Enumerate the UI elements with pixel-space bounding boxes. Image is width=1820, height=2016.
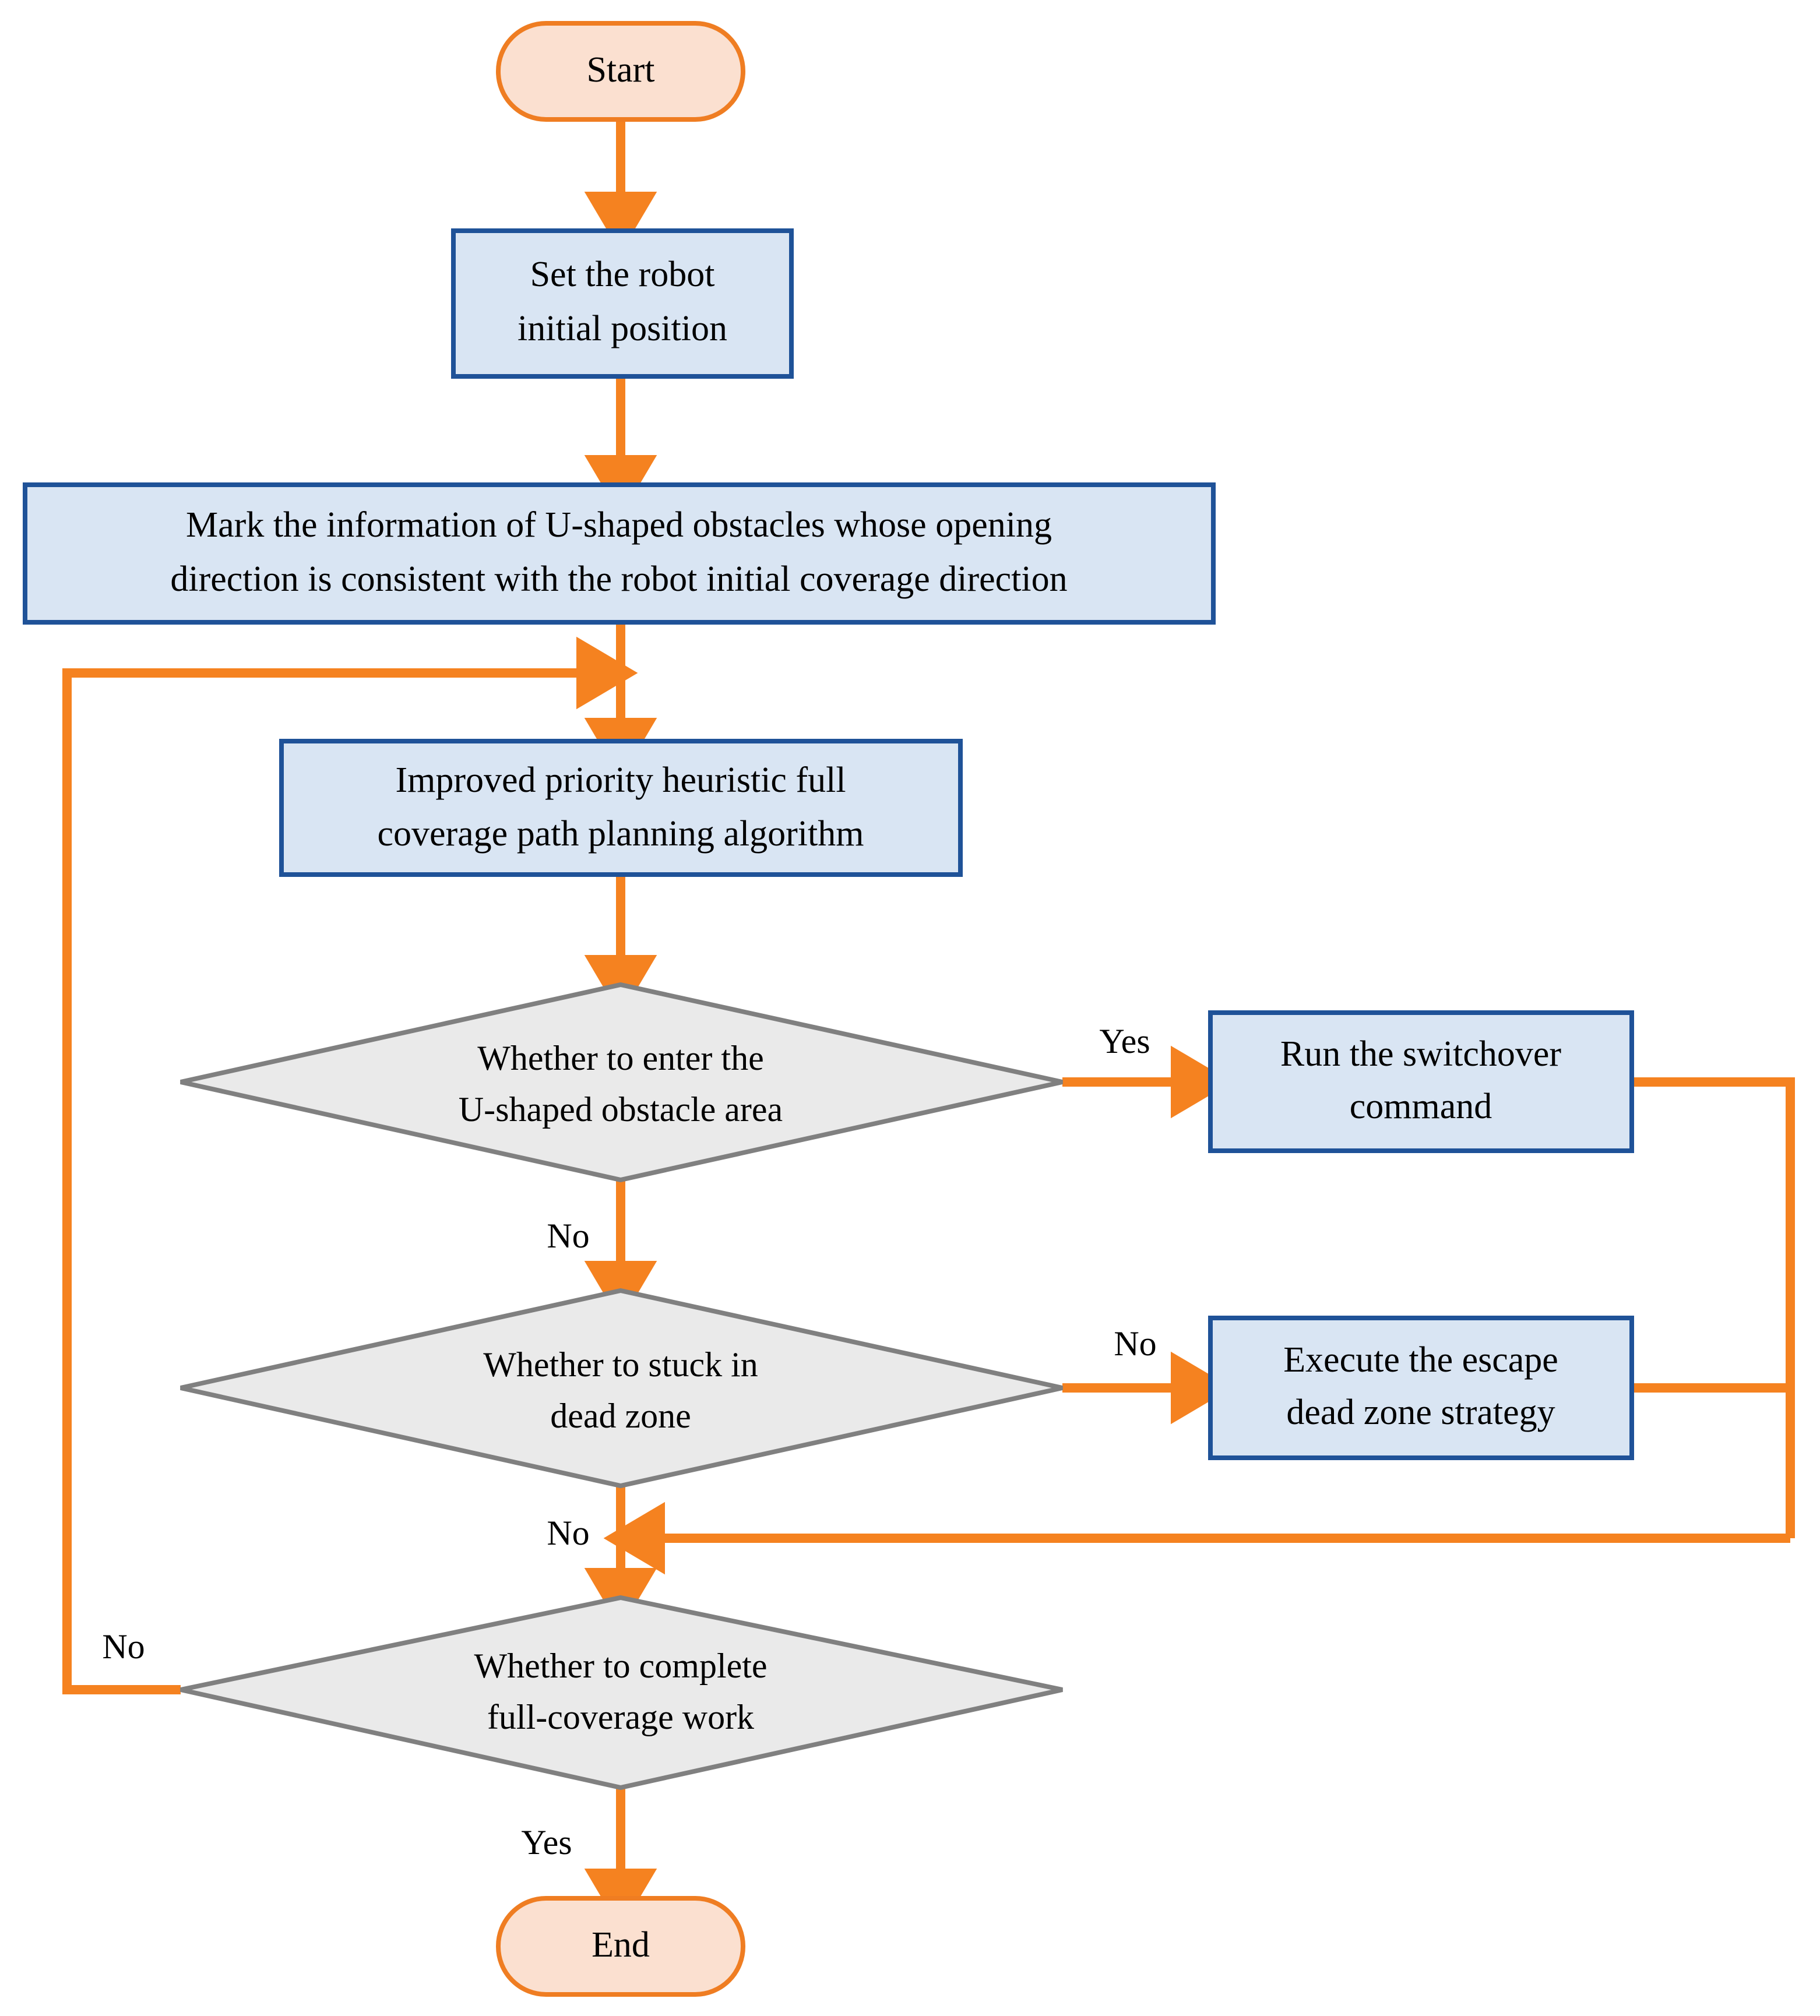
decision-stuck-dead-zone-line1: Whether to stuck in bbox=[483, 1345, 758, 1384]
node-run-switchover[interactable]: Run the switchover command bbox=[1208, 1010, 1634, 1153]
node-decision-stuck-dead-zone[interactable]: Whether to stuck in dead zone bbox=[180, 1288, 1063, 1489]
run-switchover-line2: command bbox=[1350, 1087, 1492, 1126]
mark-information-line1: Mark the information of U-shaped obstacl… bbox=[186, 505, 1052, 545]
edge-label-enter-no: No bbox=[547, 1217, 589, 1255]
end-shape[interactable] bbox=[496, 1896, 745, 1997]
decision-enter-obstacle-line1: Whether to enter the bbox=[477, 1039, 763, 1077]
decision-stuck-dead-zone-line2: dead zone bbox=[550, 1397, 691, 1435]
decision-enter-obstacle-shape[interactable] bbox=[180, 982, 1063, 1183]
set-initial-position-line1: Set the robot bbox=[530, 255, 715, 294]
node-execute-escape[interactable]: Execute the escape dead zone strategy bbox=[1208, 1316, 1634, 1460]
edge-label-layer: Yes No No No No Yes bbox=[102, 1022, 1156, 1862]
node-decision-enter-obstacle[interactable]: Whether to enter the U-shaped obstacle a… bbox=[180, 982, 1063, 1183]
connector-layer bbox=[62, 119, 1795, 1930]
decision-stuck-dead-zone-shape[interactable] bbox=[180, 1288, 1063, 1489]
node-set-initial-position[interactable]: Set the robot initial position bbox=[451, 228, 794, 379]
algorithm-line2: coverage path planning algorithm bbox=[377, 814, 864, 854]
mark-information-line2: direction is consistent with the robot i… bbox=[170, 559, 1067, 599]
edge-label-stuck-no-right: No bbox=[1114, 1324, 1156, 1363]
node-decision-complete-coverage[interactable]: Whether to complete full-coverage work bbox=[180, 1595, 1063, 1791]
algorithm-line1: Improved priority heuristic full bbox=[395, 760, 846, 800]
edge-label-enter-yes: Yes bbox=[1099, 1022, 1150, 1060]
node-algorithm[interactable]: Improved priority heuristic full coverag… bbox=[279, 739, 963, 877]
execute-escape-shape[interactable] bbox=[1208, 1316, 1634, 1460]
algorithm-shape[interactable] bbox=[279, 739, 963, 877]
end-label: End bbox=[592, 1925, 650, 1965]
node-start[interactable]: Start bbox=[496, 21, 745, 122]
start-shape[interactable] bbox=[496, 21, 745, 122]
start-label: Start bbox=[586, 50, 654, 90]
decision-complete-coverage-line2: full-coverage work bbox=[487, 1698, 754, 1736]
decision-enter-obstacle-line2: U-shaped obstacle area bbox=[459, 1090, 783, 1129]
node-end[interactable]: End bbox=[496, 1896, 745, 1997]
edge-switchover-to-return-bus bbox=[1632, 1077, 1795, 1538]
mark-information-shape[interactable] bbox=[23, 482, 1216, 625]
edge-label-stuck-no-down: No bbox=[547, 1514, 589, 1552]
decision-complete-coverage-shape[interactable] bbox=[180, 1595, 1063, 1791]
execute-escape-line1: Execute the escape bbox=[1283, 1340, 1558, 1380]
run-switchover-shape[interactable] bbox=[1208, 1010, 1634, 1153]
execute-escape-line2: dead zone strategy bbox=[1286, 1393, 1555, 1432]
decision-complete-coverage-line1: Whether to complete bbox=[474, 1647, 767, 1685]
edge-label-complete-no: No bbox=[102, 1627, 145, 1666]
node-mark-information[interactable]: Mark the information of U-shaped obstacl… bbox=[23, 482, 1216, 625]
set-initial-position-line2: initial position bbox=[518, 309, 727, 348]
edge-label-complete-yes: Yes bbox=[521, 1823, 572, 1862]
edge-decision-complete-no-feedback bbox=[62, 636, 638, 1694]
run-switchover-line1: Run the switchover bbox=[1280, 1034, 1561, 1074]
set-initial-position-shape[interactable] bbox=[451, 228, 794, 379]
